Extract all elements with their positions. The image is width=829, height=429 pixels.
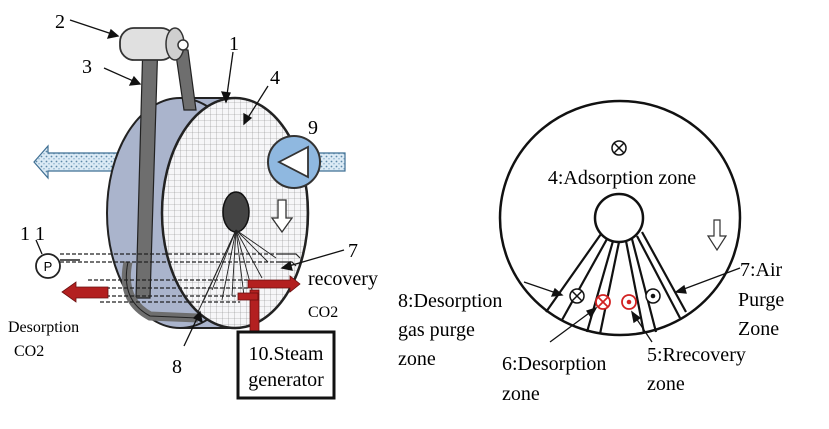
- rotation-arrow-icon: [270, 199, 294, 234]
- label-7: 7: [348, 240, 358, 262]
- pump-icon: P: [35, 253, 80, 279]
- label-2: 2: [55, 11, 65, 33]
- desorption-purge-label-3: zone: [398, 348, 436, 370]
- drive-belt: [121, 39, 199, 323]
- zone-rotation-arrow-icon: [706, 219, 728, 252]
- dot-symbol-air-icon: [645, 288, 661, 304]
- rotor-hub: [222, 191, 250, 233]
- zone-hub: [593, 192, 645, 244]
- steam-generator-label-2: generator: [248, 369, 324, 391]
- label-1: 1: [229, 33, 239, 55]
- zone-dividers: [545, 231, 687, 335]
- steam-pipes: [61, 275, 301, 333]
- desorption-co2-label: CO2: [14, 343, 44, 360]
- label-9: 9: [308, 117, 318, 139]
- desorption-zone-label-2: zone: [502, 383, 540, 405]
- steam-generator-box: 10.Steam generator: [236, 330, 336, 400]
- motor-icon: [119, 27, 189, 61]
- steam-generator-label-1: 10.Steam: [249, 343, 324, 365]
- air-purge-label-1: 7:Air: [740, 259, 783, 281]
- zone-leader-lines: [523, 267, 741, 343]
- cross-symbol-purge-icon: [569, 288, 585, 304]
- cross-symbol-desorption-icon: [595, 294, 611, 310]
- pump-label: P: [44, 259, 53, 274]
- recovery-co2-label: CO2: [308, 304, 338, 321]
- dot-symbol-recovery-icon: [621, 294, 637, 310]
- desorption-zone-label-1: 6:Desorption: [502, 353, 606, 375]
- air-purge-label-3: Zone: [738, 318, 779, 340]
- label-4: 4: [270, 67, 280, 89]
- air-purge-label-2: Purge: [738, 289, 784, 311]
- recovery-label: recovery: [308, 268, 378, 290]
- desorption-purge-label-2: gas purge: [398, 319, 475, 341]
- desorption-purge-label-1: 8:Desorption: [398, 290, 502, 312]
- component-numbers: 2 3 1 4 9 7 8 1 1: [20, 11, 358, 378]
- label-3: 3: [82, 56, 92, 78]
- desorption-label: Desorption: [8, 319, 79, 336]
- recovery-zone-label-1: 5:Rrecovery: [647, 344, 746, 366]
- label-8: 8: [172, 356, 182, 378]
- label-11: 1 1: [20, 223, 45, 245]
- process-pipes: [60, 253, 301, 303]
- fan-icon: [267, 135, 321, 189]
- leader-lines: [35, 19, 345, 347]
- adsorption-zone-label: 4:Adsorption zone: [548, 167, 696, 189]
- recovery-zone-label-2: zone: [647, 373, 685, 395]
- cross-symbol-icon: [611, 140, 627, 156]
- zone-diagram: 4:Adsorption zone 7:Air Purge Zone 8:Des…: [398, 99, 784, 405]
